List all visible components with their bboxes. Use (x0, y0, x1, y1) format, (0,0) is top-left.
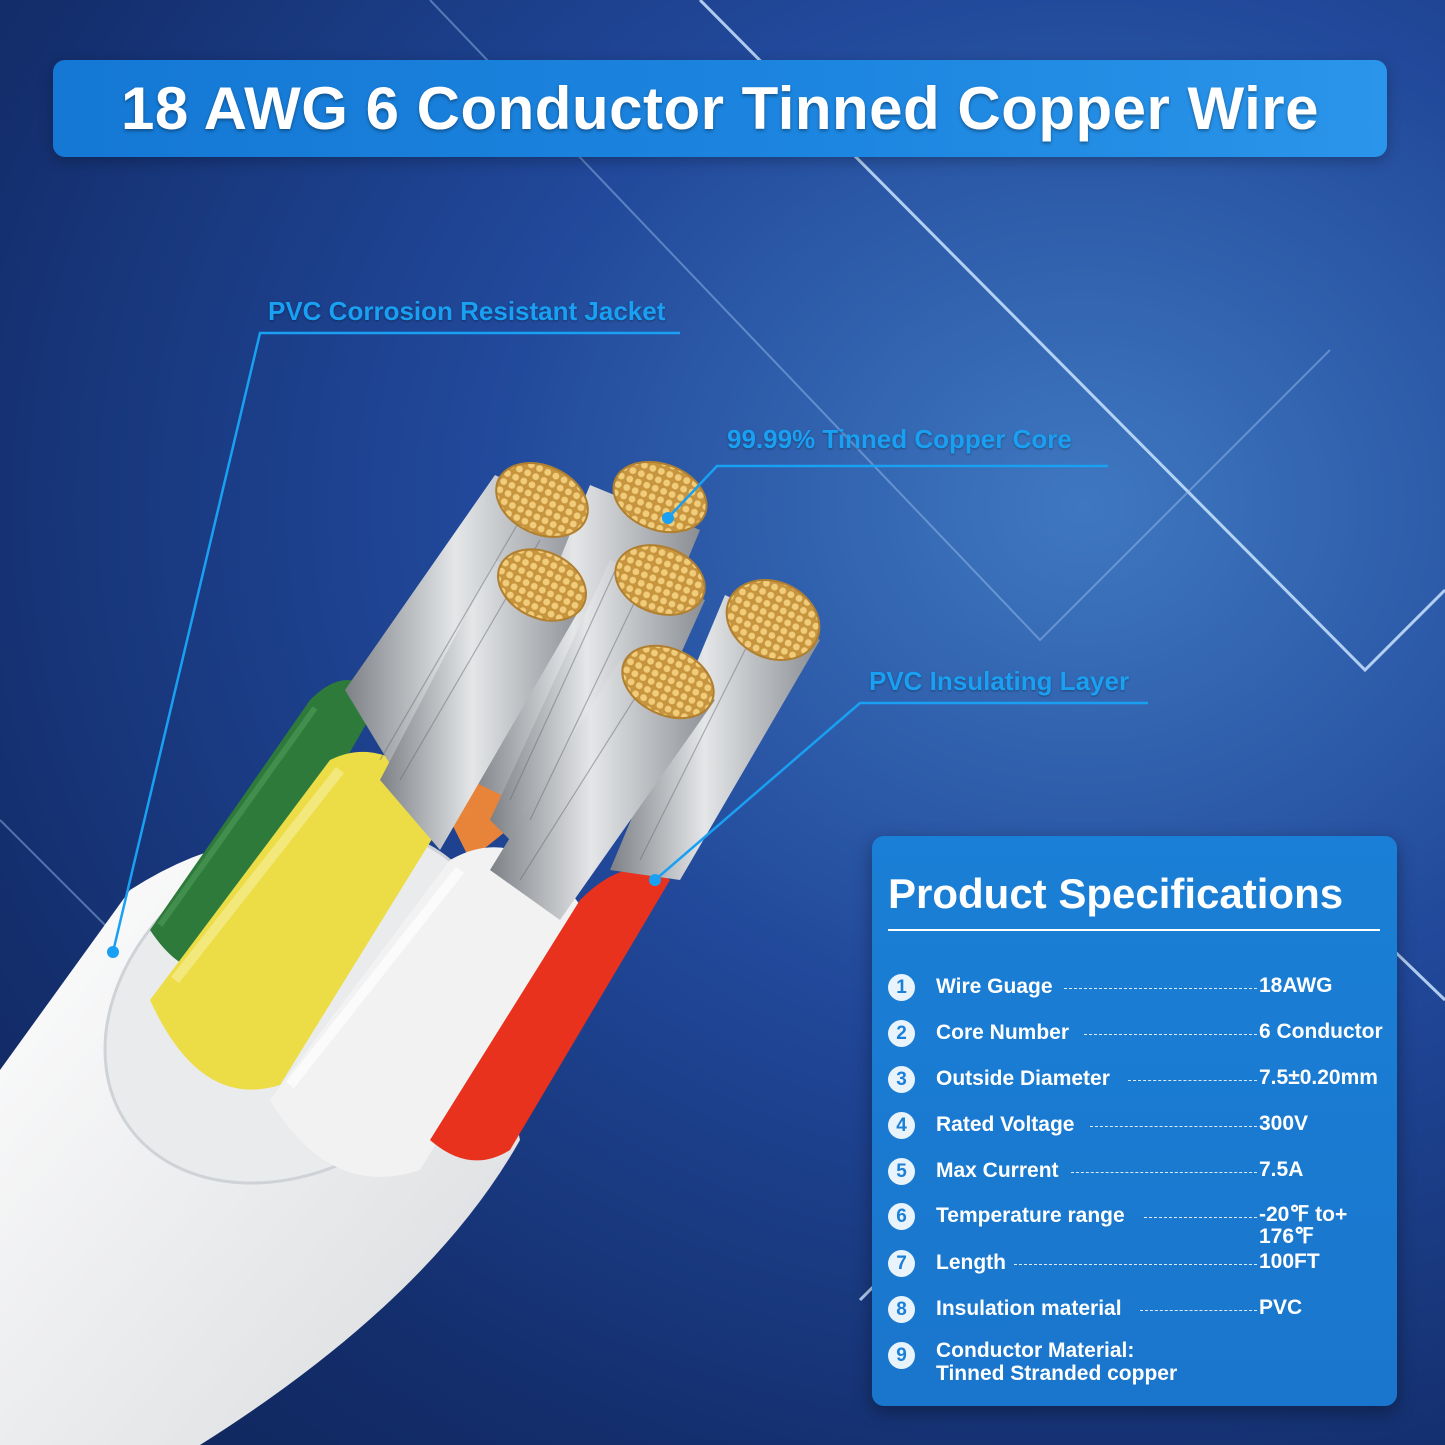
number-badge: 4 (888, 1112, 915, 1139)
spec-value: Tinned Stranded copper (936, 1362, 1178, 1385)
spec-label: Temperature range (936, 1204, 1125, 1227)
spec-value: 18AWG (1259, 974, 1333, 997)
number-badge: 2 (888, 1020, 915, 1047)
callout-jacket: PVC Corrosion Resistant Jacket (268, 296, 666, 326)
spec-value: 7.5±0.20mm (1259, 1066, 1378, 1089)
leader-dots (1064, 988, 1257, 989)
spec-row: 1 Wire Guage 18AWG (888, 971, 1393, 1011)
wire-white (270, 847, 580, 1177)
number-badge: 8 (888, 1296, 915, 1323)
wire-red (430, 868, 670, 1161)
number-badge: 5 (888, 1158, 915, 1185)
leader-dots (1014, 1264, 1257, 1265)
leader-dots (1128, 1080, 1257, 1081)
title-banner: 18 AWG 6 Conductor Tinned Copper Wire (53, 60, 1387, 157)
number-badge: 1 (888, 974, 915, 1001)
leader-dots (1140, 1310, 1257, 1311)
spec-label: Max Current (936, 1159, 1059, 1182)
spec-title: Product Specifications (888, 870, 1344, 917)
spec-value: 7.5A (1259, 1158, 1304, 1181)
spec-value: -20℉ to+ 176℉ (1259, 1203, 1348, 1248)
number-badge: 7 (888, 1250, 915, 1277)
spec-label: Conductor Material: (936, 1339, 1135, 1362)
number-badge: 9 (888, 1342, 915, 1369)
spec-row: 7 Length 100FT (888, 1247, 1393, 1287)
spec-label: Insulation material (936, 1297, 1122, 1320)
wire-green (150, 680, 380, 970)
spec-label: Length (936, 1251, 1006, 1274)
spec-label: Outside Diameter (936, 1067, 1110, 1090)
spec-card: Product Specifications 1 Wire Guage 18AW… (872, 836, 1397, 1406)
callout-lines (111, 331, 1148, 953)
spec-row: 3 Outside Diameter 7.5±0.20mm (888, 1063, 1393, 1103)
callout-insulation: PVC Insulating Layer (869, 666, 1130, 696)
spec-label: Wire Guage (936, 975, 1053, 998)
leader-dots (1084, 1034, 1257, 1035)
callout-core: 99.99% Tinned Copper Core (727, 424, 1072, 454)
spec-divider (888, 929, 1380, 931)
spec-row: 9 Conductor Material: Tinned Stranded co… (888, 1339, 1393, 1391)
spec-row: 6 Temperature range -20℉ to+ 176℉ (888, 1200, 1393, 1248)
leader-dots (1071, 1172, 1257, 1173)
spec-value: 300V (1259, 1112, 1309, 1135)
spec-row: 2 Core Number 6 Conductor (888, 1017, 1393, 1057)
leader-dots (1090, 1126, 1257, 1127)
copper-ends (495, 460, 821, 720)
number-badge: 6 (888, 1203, 915, 1230)
spec-value: PVC (1259, 1296, 1303, 1319)
spec-row: 5 Max Current 7.5A (888, 1155, 1393, 1195)
number-badge: 3 (888, 1066, 915, 1093)
spec-row: 4 Rated Voltage 300V (888, 1109, 1393, 1149)
spec-row: 8 Insulation material PVC (888, 1293, 1393, 1333)
callout-dots (107, 512, 674, 958)
spec-value: 100FT (1259, 1250, 1320, 1273)
spec-label: Rated Voltage (936, 1113, 1075, 1136)
page-title: 18 AWG 6 Conductor Tinned Copper Wire (120, 75, 1320, 142)
wire-yellow (150, 751, 450, 1090)
spec-value: 6 Conductor (1259, 1020, 1383, 1043)
spec-label: Core Number (936, 1021, 1070, 1044)
leader-dots (1144, 1217, 1257, 1218)
